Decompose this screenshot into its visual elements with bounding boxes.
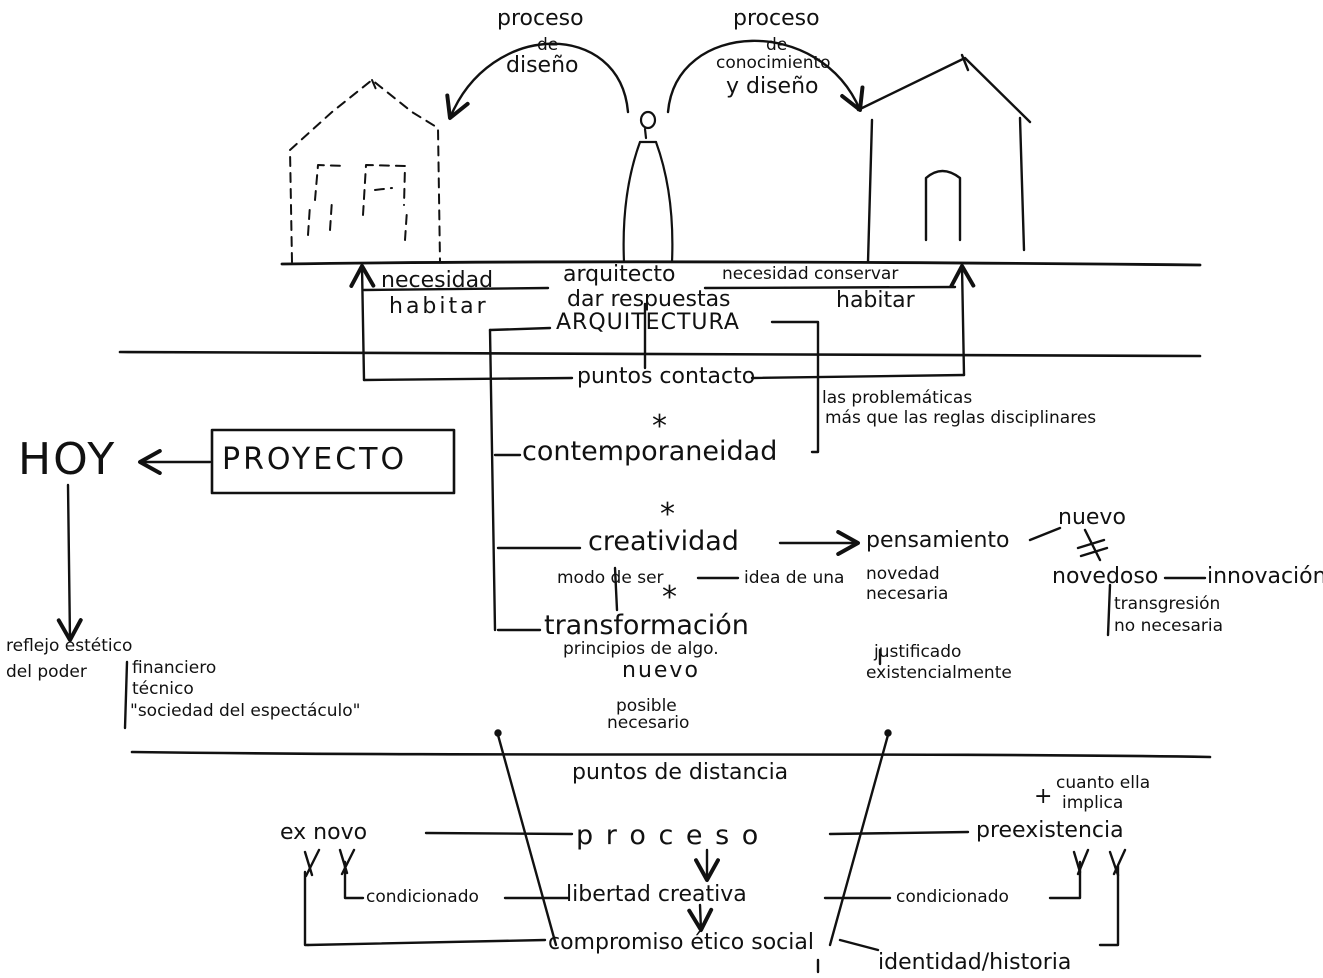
compromiso-label: compromiso ético social xyxy=(548,930,814,955)
posible-label: posible xyxy=(616,696,677,716)
problematicas-label-1: las problemáticas xyxy=(822,388,973,408)
arquitectura-label: ARQUITECTURA xyxy=(556,310,740,335)
cuanto-ella-label-2: implica xyxy=(1062,793,1124,813)
ground-line xyxy=(280,260,1202,267)
reflejo-label-1: reflejo estético xyxy=(6,636,133,656)
problematicas-label-2: más que las reglas disciplinares xyxy=(825,408,1097,428)
left-inhabit-label: habitar xyxy=(389,294,489,319)
design-process-label-1: proceso xyxy=(497,6,584,31)
proceso-label: p r o c e s o xyxy=(576,820,761,851)
financiero-label: financiero xyxy=(132,658,217,678)
modo-de-ser-label: modo de ser xyxy=(557,568,664,588)
principios-label: principios de algo. xyxy=(563,639,719,659)
cuanto-ella-label-1: cuanto ella xyxy=(1056,773,1151,793)
asterisk-transformacion: * xyxy=(662,580,677,615)
identidad-label: identidad/historia xyxy=(878,950,1072,975)
sociedad-espectaculo-label: "sociedad del espectáculo" xyxy=(130,701,361,721)
plus-label: + xyxy=(1034,784,1053,809)
transgresion-label-2: no necesaria xyxy=(1114,616,1224,636)
knowledge-process-label-2: de xyxy=(766,35,788,55)
preexistencia-label: preexistencia xyxy=(976,818,1124,843)
necesario-label: necesario xyxy=(607,713,690,733)
idea-de-una-label: idea de una xyxy=(744,568,845,588)
nuevo-right-label: nuevo xyxy=(1058,505,1126,530)
existing-house-icon xyxy=(856,53,1032,264)
ex-novo-label: ex novo xyxy=(280,820,368,845)
architect-figure-icon xyxy=(622,110,674,264)
transgresion-label-1: transgresión xyxy=(1114,594,1221,614)
not-equal-sign: ≠ xyxy=(1084,528,1085,529)
architect-label: arquitecto xyxy=(563,262,676,287)
condicionado-right-label: condicionado xyxy=(896,887,1009,907)
justificado-label-2: existencialmente xyxy=(866,663,1012,683)
hoy-label: HOY xyxy=(18,434,117,485)
give-answers-label: dar respuestas xyxy=(567,287,731,312)
contemporaneidad-label: contemporaneidad xyxy=(522,436,778,467)
dashed-house-icon xyxy=(289,79,441,263)
justificado-label-1: justificado xyxy=(874,642,962,662)
tecnico-label: técnico xyxy=(132,679,194,699)
asterisk-creatividad: * xyxy=(660,497,675,532)
design-process-label-2: de xyxy=(537,35,559,55)
proyecto-label: PROYECTO xyxy=(222,442,408,477)
creatividad-label: creatividad xyxy=(588,526,739,557)
nuevo-center-label: nuevo xyxy=(622,658,700,683)
necesaria-label: necesaria xyxy=(866,584,949,604)
innovacion-label: innovación xyxy=(1207,564,1323,589)
knowledge-process-label-3: conocimiento xyxy=(716,53,831,73)
knowledge-process-arrow xyxy=(666,39,865,114)
design-process-label-3: diseño xyxy=(506,53,579,78)
left-need-label: necesidad xyxy=(381,268,494,293)
proyecto-box xyxy=(210,428,456,495)
distance-points-label: puntos de distancia xyxy=(572,760,789,785)
knowledge-process-label-4: y diseño xyxy=(726,74,819,99)
reflejo-label-2: del poder xyxy=(6,662,87,682)
novedoso-label: novedoso xyxy=(1052,564,1159,589)
libertad-creativa-label: libertad creativa xyxy=(566,882,747,907)
knowledge-process-label-1: proceso xyxy=(733,6,820,31)
right-inhabit-label: habitar xyxy=(836,288,915,313)
asterisk-contemporaneidad: * xyxy=(652,409,667,444)
lower-divider xyxy=(130,750,1212,759)
pensamiento-label: pensamiento xyxy=(866,528,1010,553)
design-process-arrow xyxy=(445,42,630,120)
right-need-label: necesidad conservar xyxy=(722,264,899,284)
transformacion-label: transformación xyxy=(544,610,749,641)
contact-points-label: puntos contacto xyxy=(577,364,756,389)
condicionado-left-label: condicionado xyxy=(366,887,479,907)
upper-divider xyxy=(118,350,1202,358)
novedad-label: novedad xyxy=(866,564,940,584)
